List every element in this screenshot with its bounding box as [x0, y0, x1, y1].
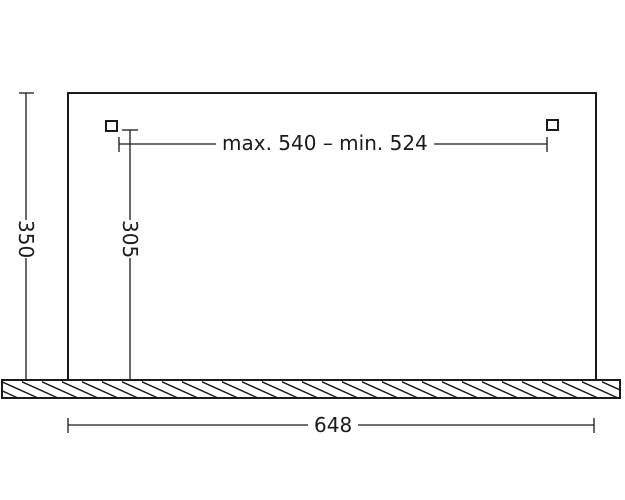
- left-mount-point-icon: [105, 120, 118, 132]
- mount-span-label: max. 540 – min. 524: [216, 132, 434, 154]
- overall-width-label: 648: [308, 414, 359, 436]
- overall-height-label: 350: [11, 220, 41, 258]
- base-slab: [1, 379, 621, 399]
- mount-height-label: 305: [115, 220, 145, 258]
- right-mount-point-icon: [546, 119, 559, 131]
